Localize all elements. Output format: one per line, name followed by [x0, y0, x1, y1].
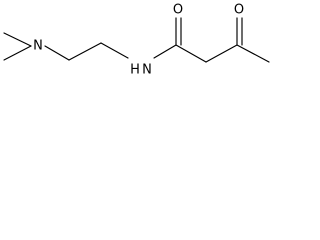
- amide-oxygen-label: O: [173, 3, 183, 18]
- amine-nitrogen-label: N: [33, 39, 43, 54]
- bond-ketone-c-to-methyl: [236, 44, 270, 63]
- bond-carbonyl-c-to-methylene: [175, 44, 207, 63]
- bond-methylene-to-ketone-c: [205, 44, 238, 63]
- amide-hydrogen-label: H: [130, 63, 140, 78]
- bond-methyl-lower-to-amine-n: [3, 45, 32, 61]
- bond-amine-n-to-ethylene-1: [44, 45, 70, 61]
- bond-group: [3, 17, 270, 63]
- bond-methyl-upper-to-amine-n: [3, 32, 32, 47]
- ketone-oxygen-label: O: [234, 3, 244, 18]
- amide-nitrogen-label: N: [142, 63, 152, 78]
- chemical-structure: N H N O O: [0, 0, 284, 87]
- bond-ethylene-2-to-amide-n: [100, 42, 129, 59]
- molecule-drawing: N H N O O: [3, 3, 270, 78]
- bond-amide-n-to-carbonyl-c: [153, 44, 177, 59]
- bond-ethylene-1-to-ethylene-2: [68, 42, 102, 61]
